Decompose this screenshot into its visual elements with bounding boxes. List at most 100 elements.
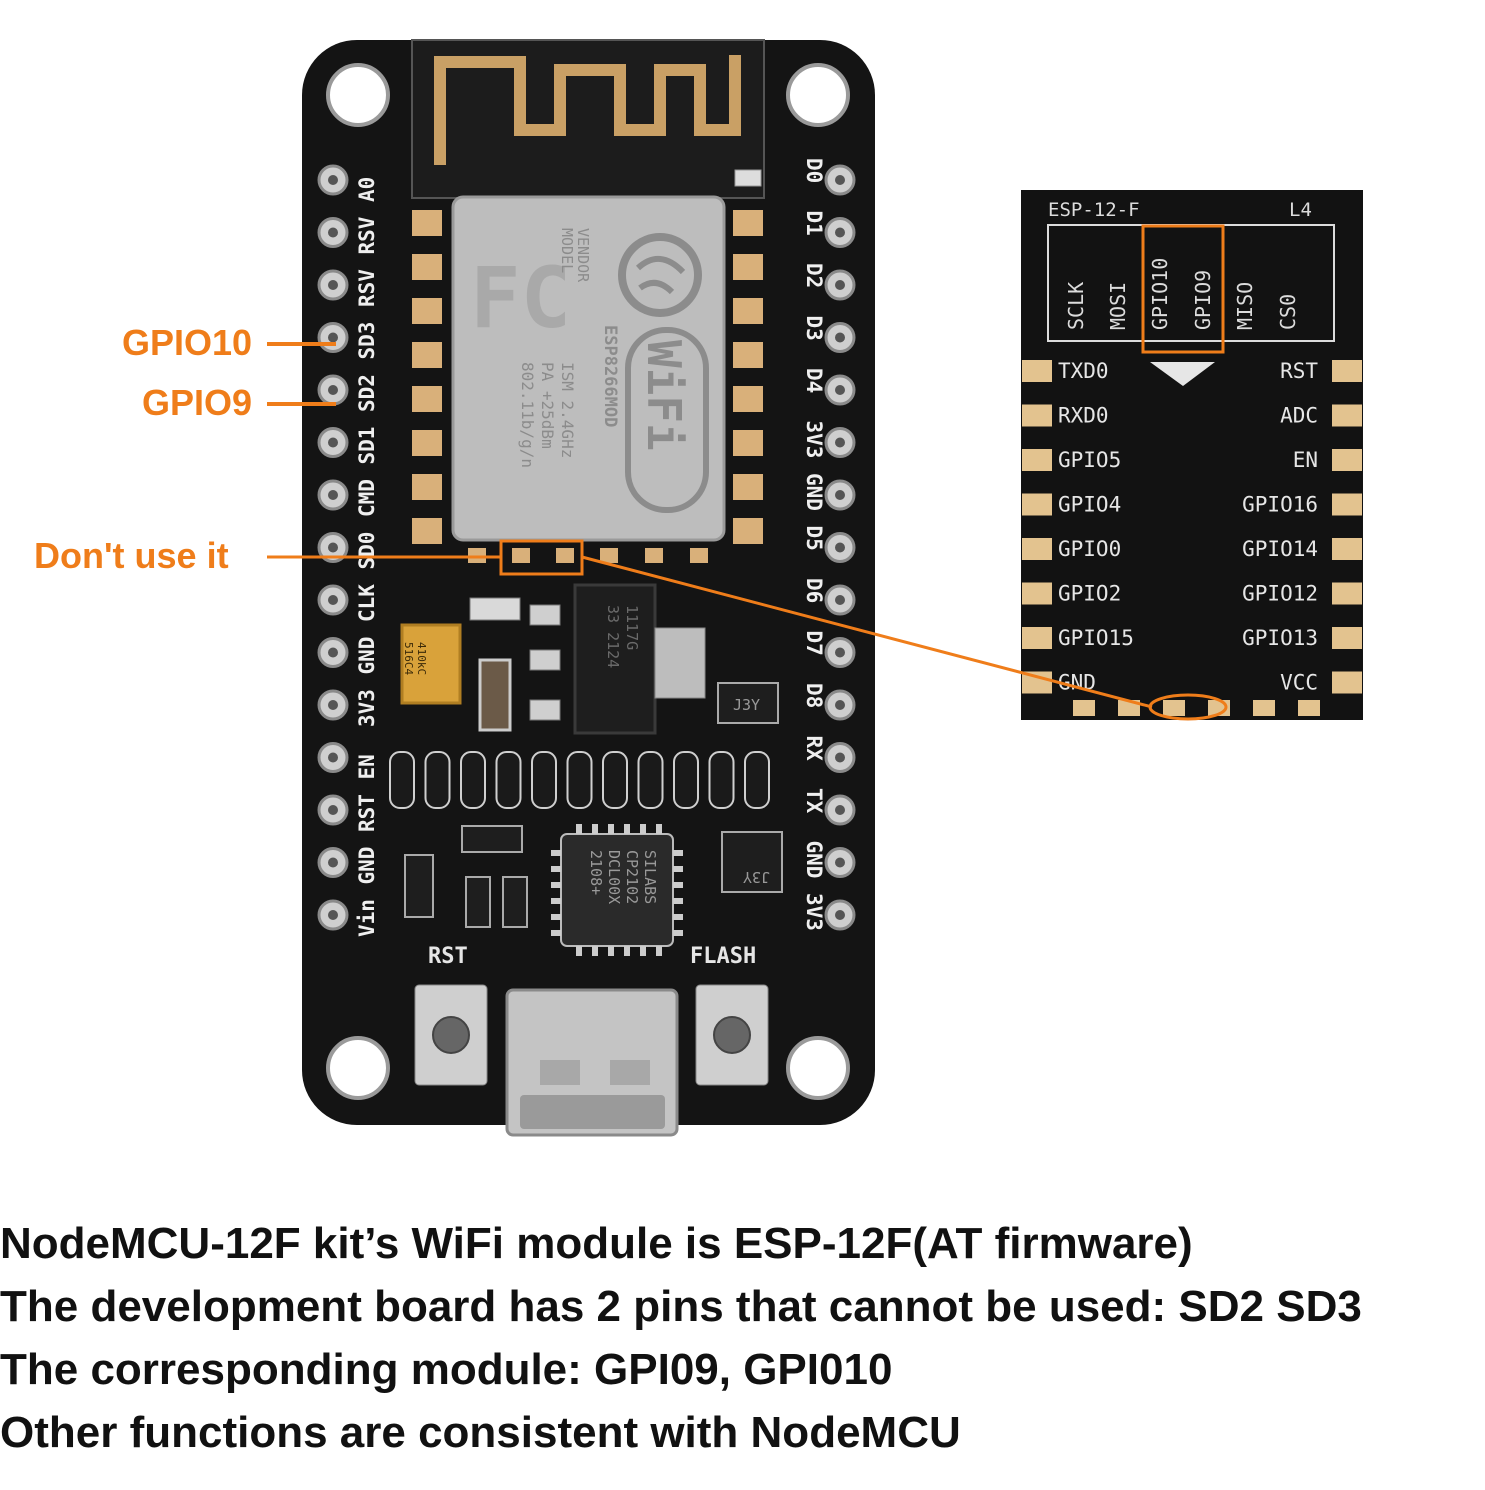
mounting-hole-br	[786, 1036, 850, 1100]
shield-vendor-label: VENDOR	[574, 228, 592, 283]
module-left-pad	[1022, 493, 1052, 516]
module-title: ESP-12-F	[1048, 199, 1140, 221]
module-right-pin-label-1: ADC	[1280, 404, 1318, 428]
module-right-pad	[1332, 360, 1362, 382]
chip-leg	[640, 946, 646, 956]
right-header-pin-hole	[835, 385, 845, 395]
usb-chip-legs	[551, 824, 683, 956]
right-header-pin-hole	[835, 700, 845, 710]
module-left-pad	[1022, 449, 1052, 471]
rst-button[interactable]	[432, 1016, 470, 1054]
right-pin-label-4: D4	[802, 368, 826, 393]
right-pin-label-10: D8	[802, 683, 826, 708]
module-left-pin-label-1: RXD0	[1058, 404, 1109, 428]
smd-part-4	[529, 699, 561, 721]
module-top-pin-label-0: SCLK	[1064, 282, 1088, 330]
chip-leg	[673, 914, 683, 920]
right-pin-label-0: D0	[802, 158, 826, 183]
module-top-pin-label-1: MOSI	[1106, 282, 1130, 330]
module-right-pin-label-2: EN	[1293, 448, 1318, 472]
smd-part-2	[529, 604, 561, 626]
right-header-pin-hole	[835, 910, 845, 920]
module-right-pad	[1332, 627, 1362, 649]
chip-leg	[624, 824, 630, 834]
shield-standard: 802.11b/g/n	[518, 362, 537, 468]
chip-leg	[551, 866, 561, 872]
left-header-pin-hole	[328, 385, 338, 395]
chip-leg	[673, 866, 683, 872]
status-led	[734, 169, 762, 187]
right-pin-label-8: D6	[802, 578, 826, 603]
micro-usb-clip	[540, 1060, 650, 1085]
right-pin-label-6: GND	[802, 473, 826, 511]
row-resistor	[744, 751, 770, 809]
gpio9-callout: GPIO9	[141, 382, 252, 423]
left-pin-label-13: GND	[355, 847, 379, 885]
module-right-pad	[1332, 493, 1362, 516]
left-pin-label-0: A0	[355, 177, 379, 202]
flash-button[interactable]	[713, 1016, 751, 1054]
right-pin-label-5: 3V3	[802, 421, 826, 459]
left-header-pin-hole	[328, 647, 338, 658]
chip-leg	[673, 930, 683, 936]
row-resistor	[424, 751, 451, 809]
transistor-top-label: J3Y	[733, 696, 760, 714]
espressif-logo-swirl	[635, 256, 686, 295]
module-right-pad	[1332, 449, 1362, 471]
module-pad-right	[733, 342, 763, 368]
left-header-pin-hole	[328, 490, 338, 500]
left-pin-label-4: SD2	[355, 374, 379, 412]
fc-logo: FC	[470, 249, 571, 347]
chip-leg	[608, 946, 614, 956]
module-bottom-pads	[468, 548, 708, 563]
row-resistor	[495, 751, 522, 809]
module-right-pin-label-5: GPIO12	[1242, 582, 1318, 606]
right-header-pin-hole	[835, 857, 845, 868]
right-header-pin-hole	[835, 332, 845, 343]
right-header-pin-hole	[835, 175, 845, 185]
espressif-logo-icon	[618, 233, 702, 317]
caption: NodeMCU-12F kit’s WiFi module is ESP-12F…	[0, 1212, 1485, 1464]
left-header-pin-hole	[328, 227, 338, 238]
chip-leg	[592, 824, 598, 834]
caption-line-3: The corresponding module: GPI09, GPI010	[0, 1345, 893, 1394]
module-left-pad	[1022, 404, 1052, 427]
right-pin-label-11: RX	[802, 736, 826, 762]
module-pad-right	[733, 210, 763, 236]
right-header-pin-hole	[835, 595, 845, 605]
module-castellated-pads	[412, 210, 763, 544]
module-top-pin-label-4: MISO	[1233, 282, 1257, 330]
wifi-logo-badge	[625, 327, 709, 513]
module-right-pad	[1332, 671, 1362, 694]
module-bottom-pad	[1118, 700, 1140, 716]
module-pad-left	[412, 474, 442, 500]
caption-line-4: Other functions are consistent with Node…	[0, 1408, 961, 1457]
module-pad-right	[733, 386, 763, 412]
left-pin-label-14: Vin	[355, 899, 379, 937]
left-header-pin-hole	[328, 437, 338, 448]
module-left-pin-label-3: GPIO4	[1058, 493, 1121, 517]
left-pin-label-9: GND	[355, 637, 379, 675]
module-right-pin-label-4: GPIO14	[1242, 537, 1318, 561]
micro-usb-opening	[520, 1095, 665, 1129]
transistor-bottom	[721, 831, 783, 893]
right-pin-label-3: D3	[802, 316, 826, 341]
module-left-pad	[1022, 582, 1052, 605]
module-right-pad	[1332, 404, 1362, 427]
chip-leg	[551, 850, 561, 856]
module-pad-left	[412, 342, 442, 368]
caption-line-2: The development board has 2 pins that ca…	[0, 1282, 1362, 1331]
module-pad-right	[733, 298, 763, 324]
module-left-pad	[1022, 671, 1052, 694]
smd-resistor	[478, 658, 512, 732]
module-pad-left	[412, 210, 442, 236]
left-header-pin-hole	[328, 595, 338, 605]
left-header-pin-hole	[328, 805, 338, 815]
left-header-pin-hole	[328, 542, 338, 553]
chip-leg	[576, 824, 582, 834]
tantalum-capacitor	[400, 623, 462, 705]
capacitor-marking-1: 410kC	[415, 642, 428, 675]
regulator-marking-1: 1117G	[623, 605, 641, 650]
left-header-pin-hole	[328, 175, 338, 185]
